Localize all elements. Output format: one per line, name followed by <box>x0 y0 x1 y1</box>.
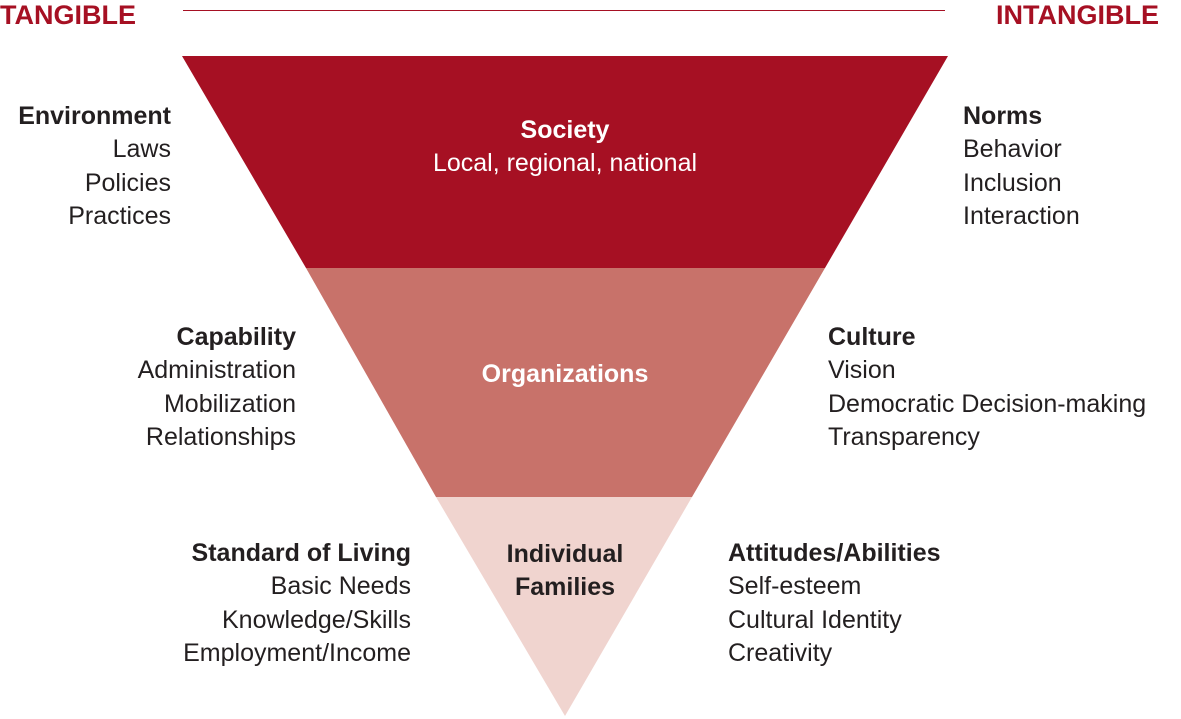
society-title: Society <box>520 116 610 144</box>
environment-heading: Environment <box>18 102 171 130</box>
standard-of-living-item: Basic Needs <box>270 572 411 601</box>
norms-heading: Norms <box>963 102 1043 130</box>
norms-item: Interaction <box>963 201 1080 230</box>
environment-item: Policies <box>84 168 171 197</box>
attitudes-abilities-item: Self-esteem <box>728 572 862 601</box>
standard-of-living-item: Knowledge/Skills <box>222 605 411 634</box>
norms-item: Inclusion <box>963 168 1062 197</box>
organizations-label: Organizations <box>415 358 715 391</box>
capability-item: Relationships <box>145 422 296 451</box>
society-label: Society Local, regional, national <box>365 114 765 180</box>
tangible-label: TANGIBLE <box>0 0 136 30</box>
environment-item: Practices <box>68 201 171 230</box>
capability-block: Capability Administration Mobilization R… <box>138 321 296 454</box>
families-title-line1: Individual <box>506 540 624 568</box>
norms-item: Behavior <box>963 135 1062 164</box>
culture-item: Transparency <box>828 422 980 451</box>
header-divider <box>183 10 945 11</box>
attitudes-abilities-item: Creativity <box>728 638 833 667</box>
families-label: Individual Families <box>465 538 665 604</box>
families-title-line2: Families <box>514 573 616 601</box>
families-layer <box>436 497 692 716</box>
attitudes-abilities-item: Cultural Identity <box>728 605 902 634</box>
society-subtitle: Local, regional, national <box>432 149 698 177</box>
standard-of-living-block: Standard of Living Basic Needs Knowledge… <box>183 537 411 670</box>
capability-item: Mobilization <box>163 389 296 418</box>
culture-heading: Culture <box>828 323 916 351</box>
attitudes-abilities-heading: Attitudes/Abilities <box>728 539 941 567</box>
environment-item: Laws <box>112 135 171 164</box>
standard-of-living-item: Employment/Income <box>183 638 411 667</box>
environment-block: Environment Laws Policies Practices <box>18 100 171 233</box>
culture-item: Democratic Decision-making <box>828 389 1147 418</box>
organizations-title: Organizations <box>481 360 649 388</box>
attitudes-abilities-block: Attitudes/Abilities Self-esteem Cultural… <box>728 537 941 670</box>
intangible-label: INTANGIBLE <box>996 0 1159 30</box>
standard-of-living-heading: Standard of Living <box>191 539 411 567</box>
capability-item: Administration <box>137 356 296 385</box>
norms-block: Norms Behavior Inclusion Interaction <box>963 100 1080 233</box>
capability-heading: Capability <box>176 323 296 351</box>
society-layer <box>182 56 948 268</box>
organizations-layer <box>306 268 825 497</box>
culture-item: Vision <box>828 356 896 385</box>
culture-block: Culture Vision Democratic Decision-makin… <box>828 321 1146 454</box>
